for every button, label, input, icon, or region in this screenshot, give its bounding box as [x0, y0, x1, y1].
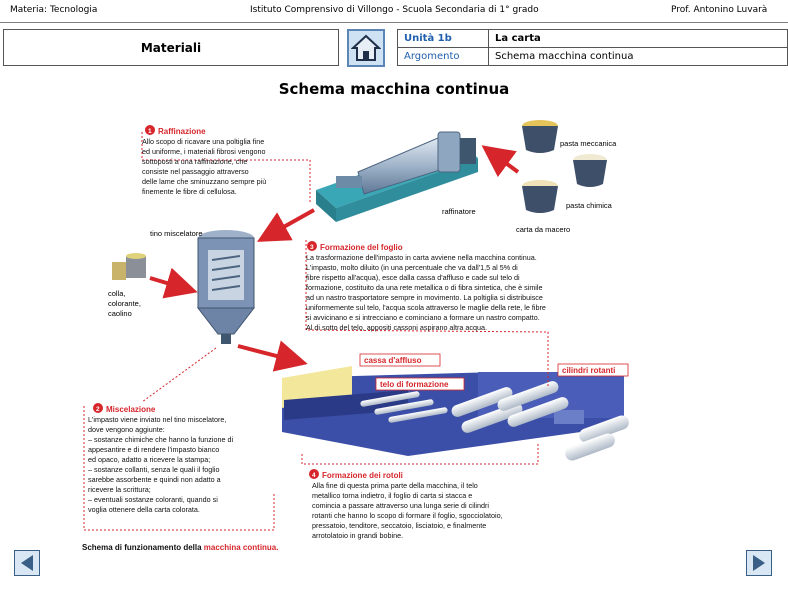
pulp-bucket-waste	[522, 180, 558, 213]
label-raffinatore: raffinatore	[442, 207, 476, 216]
label-colla-2: colorante,	[108, 299, 141, 308]
arrow-left-icon	[21, 555, 33, 571]
label-pasta-chimica: pasta chimica	[566, 201, 613, 210]
step2-text: L'impasto viene inviato nel tino miscela…	[88, 415, 233, 514]
step3-title: Formazione del foglio	[320, 243, 403, 252]
step3-line: Al di sotto del telo, appositi cassoni a…	[306, 323, 487, 332]
label-colla-3: caolino	[108, 309, 132, 318]
step2-line: ed opaco, adatto a ricevere la stampa;	[88, 455, 210, 464]
step1-line: consiste nel passaggio attraverso	[142, 167, 249, 176]
pulp-bucket-chemical	[573, 154, 607, 187]
step2-line: – sostanze chimiche che hanno la funzion…	[88, 435, 233, 444]
prev-slide-button[interactable]	[14, 550, 40, 576]
step2-line: dove vengono aggiunte:	[88, 425, 165, 434]
step4-line: comincia a passare attraverso una lunga …	[312, 501, 489, 510]
step4-line: pressatoio, tenditore, seccatoio, liscia…	[312, 521, 486, 530]
step3-line: uniformemente sul telo, l'acqua scola at…	[306, 303, 546, 312]
label-carta-macero: carta da macero	[516, 225, 570, 234]
home-button[interactable]	[347, 29, 385, 67]
label-pasta-meccanica: pasta meccanica	[560, 139, 617, 148]
callout-lines	[83, 132, 549, 531]
svg-text:3: 3	[310, 244, 314, 251]
step3-line: La trasformazione dell'impasto in carta …	[306, 253, 537, 262]
step3-line: ad un nastro trasportatore sempre in mov…	[306, 293, 543, 302]
section-title-box: Materiali	[3, 29, 339, 66]
step2-line: – eventuali sostanze coloranti, quando s…	[88, 495, 218, 504]
topic-value: Schema macchina continua	[495, 51, 634, 62]
label-telo: telo di formazione	[380, 380, 449, 389]
page-title: Schema macchina continua	[278, 80, 510, 98]
section-title: Materiali	[140, 40, 202, 55]
step1-line: finemente le fibre di cellulosa.	[142, 187, 237, 196]
unit-info-table: Unità 1b La carta Argomento Schema macch…	[397, 29, 788, 66]
step2-line: ricevere la scrittura;	[88, 485, 151, 494]
step1-title: Raffinazione	[158, 127, 206, 136]
unit-number: Unità 1b	[398, 30, 489, 48]
teacher-label: Prof. Antonino Luvarà	[671, 5, 768, 15]
step2-line: voglia ottenere della carta colorata.	[88, 505, 200, 514]
step2-title: Miscelazione	[106, 405, 156, 414]
step4-line: metallico torna indietro, il foglio di c…	[312, 491, 472, 500]
step3-line: L'impasto, molto diluito (in una percent…	[306, 263, 518, 272]
step4-line: arrotolatoio in grandi bobine.	[312, 531, 403, 540]
step2-line: – sostanze collanti, senza le quali il f…	[88, 465, 219, 474]
step4-line: rotanti che hanno lo scopo di formare il…	[312, 511, 503, 520]
svg-text:2: 2	[96, 406, 100, 413]
arrow-right-icon	[753, 555, 765, 571]
step4-title: Formazione dei rotoli	[322, 471, 403, 480]
header-divider	[0, 22, 788, 23]
step3-line: si avvicinano e si intrecciano e cominci…	[306, 313, 540, 322]
paper-machine-diagram: 1 Raffinazione Allo scopo di ricavare un…	[82, 120, 629, 552]
slide-header: Materia: Tecnologia Istituto Comprensivo…	[0, 0, 788, 22]
step3-line: fibre rispetto all'acqua), esce dalla ca…	[306, 273, 520, 282]
svg-text:4: 4	[312, 472, 316, 479]
next-slide-button[interactable]	[746, 550, 772, 576]
label-cassa: cassa d'affluso	[364, 356, 422, 365]
pulp-bucket-mechanical	[522, 120, 558, 153]
topic-label: Argomento	[398, 48, 489, 65]
step1-line: ed uniforme, i materiali fibrosi vengono	[142, 147, 265, 156]
diagram-caption: Schema di funzionamento della macchina c…	[82, 543, 278, 552]
rotating-cylinders	[451, 381, 629, 461]
subject-label: Materia: Tecnologia	[10, 5, 98, 15]
step2-line: sarebbe assorbente e quindi non adatto a	[88, 475, 221, 484]
step3-line: formazione, costituito da una rete metal…	[306, 283, 543, 292]
label-tino: tino miscelatore	[150, 229, 203, 238]
step2-line: L'impasto viene inviato nel tino miscela…	[88, 415, 226, 424]
step1-line: delle lame che sminuzzano sempre più	[142, 177, 266, 186]
step4-line: Alla fine di questa prima parte della ma…	[312, 481, 478, 490]
forming-rollers	[360, 391, 448, 423]
step1-line: sottoposti a una raffinazione, che	[142, 157, 247, 166]
label-colla-1: colla,	[108, 289, 126, 298]
step1-line: Allo scopo di ricavare una poltiglia fin…	[142, 137, 264, 146]
step1-text: Allo scopo di ricavare una poltiglia fin…	[142, 137, 266, 196]
step4-text: Alla fine di questa prima parte della ma…	[312, 481, 503, 540]
school-label: Istituto Comprensivo di Villongo - Scuol…	[250, 5, 539, 15]
step2-line: appesantire e di rendere l'impasto bianc…	[88, 445, 219, 454]
svg-text:1: 1	[148, 128, 152, 135]
mixing-vat	[196, 230, 256, 344]
additives-cans	[112, 253, 146, 280]
unit-name: La carta	[489, 30, 787, 48]
step3-text: La trasformazione dell'impasto in carta …	[306, 253, 546, 332]
home-icon	[351, 34, 381, 61]
label-cilindri: cilindri rotanti	[562, 366, 615, 375]
